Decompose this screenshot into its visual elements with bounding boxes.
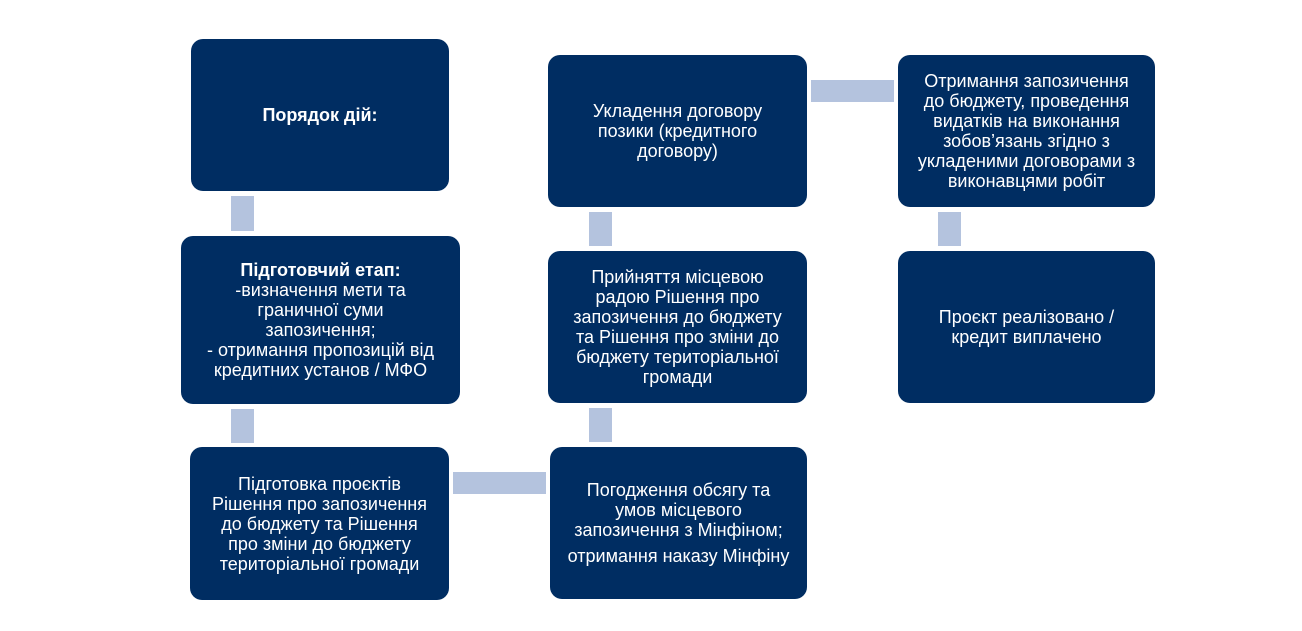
box-line: видатків на виконання xyxy=(933,111,1120,131)
box-line: - отримання пропозицій від xyxy=(207,340,434,360)
box-line: договору) xyxy=(637,141,718,161)
connector-vertical xyxy=(589,212,612,246)
box-line: до бюджету та Рішення xyxy=(221,513,418,534)
connector-vertical xyxy=(589,408,612,442)
connector-vertical xyxy=(231,409,254,443)
box-line: Погодження обсягу та xyxy=(586,480,771,500)
box-minfin-approval: Погодження обсягу та умов місцевого запо… xyxy=(550,447,807,599)
box-title: Порядок дій: xyxy=(262,105,378,125)
box-line: укладеними договорами з xyxy=(917,151,1136,171)
box-line: зобов’язань згідно з xyxy=(943,131,1110,151)
box-line: виконавцями робіт xyxy=(947,171,1106,191)
box-line: запозичення до бюджету xyxy=(573,307,782,327)
box-order-of-actions: Порядок дій: xyxy=(191,39,449,191)
box-line: запозичення; xyxy=(265,320,376,340)
box-line: -визначення мети та xyxy=(235,280,406,300)
box-title: Підготовчий етап: xyxy=(240,260,401,280)
box-preparatory-stage: Підготовчий етап: -визначення мети та гр… xyxy=(181,236,460,404)
connector-vertical xyxy=(231,196,254,231)
box-line: Укладення договору xyxy=(592,101,763,121)
box-receive-funds: Отримання запозичення до бюджету, провед… xyxy=(898,55,1155,207)
box-line: кредит виплачено xyxy=(951,327,1102,347)
box-project-completed: Проєкт реалізовано / кредит виплачено xyxy=(898,251,1155,403)
box-line: позики (кредитного xyxy=(597,121,758,141)
box-line: запозичення з Мінфіном; xyxy=(574,520,783,540)
connector-horizontal xyxy=(811,80,894,102)
box-line: отримання наказу Мінфіну xyxy=(567,546,790,566)
connector-vertical xyxy=(938,212,961,246)
box-line: громади xyxy=(642,367,713,387)
box-line: Проєкт реалізовано / xyxy=(938,307,1115,327)
box-line: Підготовка проєктів xyxy=(238,473,401,494)
box-line: Отримання запозичення xyxy=(924,71,1129,91)
box-line: граничної суми xyxy=(257,300,384,320)
box-loan-contract: Укладення договору позики (кредитного до… xyxy=(548,55,807,207)
box-line: радою Рішення про xyxy=(595,287,760,307)
box-line: та Рішення про зміни до xyxy=(575,327,780,347)
box-line: кредитних установ / МФО xyxy=(213,360,428,380)
box-council-decision: Прийняття місцевою радою Рішення про зап… xyxy=(548,251,807,403)
box-line: Рішення про запозичення xyxy=(212,493,427,514)
box-draft-decisions: Підготовка проєктів Рішення про запозиче… xyxy=(190,447,449,600)
box-line: до бюджету, проведення xyxy=(923,91,1130,111)
box-line: територіальної громади xyxy=(219,553,420,574)
box-line: Прийняття місцевою xyxy=(591,267,764,287)
box-line: про зміни до бюджету xyxy=(228,533,411,554)
box-line: умов місцевого xyxy=(615,500,742,520)
box-line: бюджету територіальної xyxy=(576,347,779,367)
connector-horizontal xyxy=(453,472,546,494)
